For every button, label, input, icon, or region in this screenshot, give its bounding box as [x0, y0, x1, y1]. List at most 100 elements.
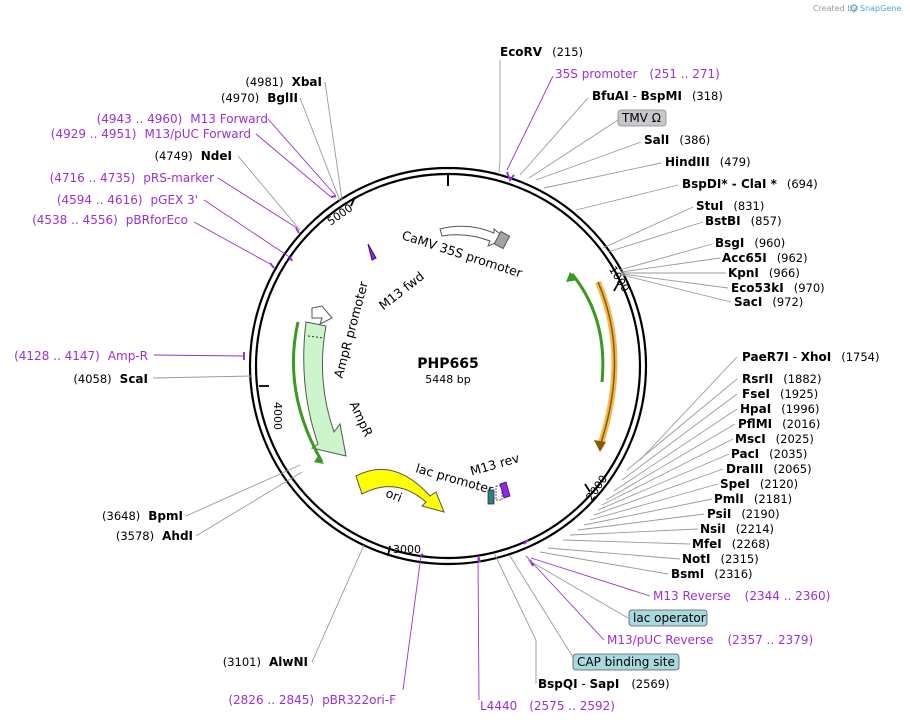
svg-text:MfeI(2268): MfeI(2268) — [692, 537, 770, 551]
pos-hpai: (1996) — [781, 402, 819, 416]
svg-text:(4058)ScaI: (4058) ScaI — [73, 372, 148, 386]
svg-text:HindIII(479): HindIII(479) — [665, 155, 751, 169]
pos-m13-forward: (4943 .. 4960) — [97, 112, 183, 126]
pos-saci: (972) — [772, 295, 803, 309]
pos-eco53ki: (970) — [794, 281, 825, 295]
pos-scai: (4058) — [73, 372, 111, 386]
label-scai: ScaI — [120, 372, 148, 386]
pos-l4440: (2575 .. 2592) — [529, 699, 615, 713]
svg-text:DraIII(2065): DraIII(2065) — [726, 462, 812, 476]
label-pbr322ori-f: pBR322ori-F — [322, 693, 396, 707]
svg-text:PaeR7I - XhoI(1754): PaeR7I - XhoI(1754) — [742, 350, 880, 364]
label-m13-puc-reverse: M13/pUC Reverse — [607, 633, 714, 647]
label-bsgi: BsgI — [715, 236, 744, 250]
label-noti: NotI — [682, 552, 711, 566]
svg-text:(2826 .. 2845)pBR322ori-F: (2826 .. 2845)pBR322ori-F — [228, 693, 396, 707]
label-paci: PacI — [731, 447, 759, 461]
pos-xhoi: (1754) — [841, 350, 879, 364]
label-pflmi: PflMI — [738, 417, 772, 431]
svg-text:BsgI(960): BsgI (960) — [715, 236, 785, 250]
brand-text: SnapGene — [860, 4, 901, 13]
label-xhoi: XhoI — [801, 350, 832, 364]
label-sapi: SapI — [590, 677, 620, 691]
label-m13-reverse: M13 Reverse — [653, 589, 731, 603]
label-m13-forward: M13 Forward — [190, 112, 268, 126]
pos-bsgi: (960) — [754, 236, 785, 250]
label-saci: SacI — [734, 295, 762, 309]
pos-bspqi: (2569) — [631, 677, 669, 691]
ori-arrow — [355, 468, 445, 513]
label-msci: MscI — [735, 432, 766, 446]
snapgene-logo-icon — [850, 4, 858, 12]
pos-prs-marker: (4716 .. 4735) — [50, 171, 136, 185]
pos-msci: (2025) — [776, 432, 814, 446]
label-bglii: BglII — [267, 91, 298, 105]
m13fwd-label: M13 fwd — [376, 268, 427, 312]
ampr-outer-arc-head — [314, 456, 324, 464]
svg-text:L4440(2575 .. 2592): L4440(2575 .. 2592) — [480, 699, 615, 713]
svg-text:(4929 .. 4951)M13/pUC Forward: (4929 .. 4951)M13/pUC Forward — [51, 127, 251, 141]
pos-pflmi: (2016) — [782, 417, 820, 431]
sep-bspdi: * - — [721, 177, 741, 191]
lac-promoter-block — [495, 485, 503, 501]
left-leaders — [152, 81, 422, 691]
label-stui: StuI — [696, 199, 723, 213]
pos-paci: (2035) — [769, 447, 807, 461]
label-cap-binding-site: CAP binding site — [577, 655, 675, 669]
label-xbai: XbaI — [292, 75, 322, 89]
plasmid-size: 5448 bp — [425, 373, 470, 386]
pos-noti: (2315) — [721, 552, 759, 566]
pos-ndei: (4749) — [155, 149, 193, 163]
svg-text:KpnI(966): KpnI(966) — [728, 266, 800, 280]
svg-text:RsrII(1882): RsrII(1882) — [742, 372, 821, 386]
label-tmv-omega: TMV Ω — [621, 111, 661, 125]
right-green-arc — [570, 273, 605, 383]
pos-rsrii: (1882) — [783, 372, 821, 386]
label-pmli: PmlI — [714, 492, 744, 506]
pos-ecorv: (215) — [552, 45, 583, 59]
pos-pmli: (2181) — [754, 492, 792, 506]
pos-fsei: (1925) — [780, 387, 818, 401]
ori-label: ori — [384, 485, 405, 505]
tick-4000: 4000 — [271, 402, 284, 430]
label-bfuai: BfuAI — [592, 89, 629, 103]
svg-text:(3648)BpmI: (3648)BpmI — [102, 509, 183, 523]
ampr-label: AmpR — [347, 399, 377, 439]
svg-text:Acc65I(962): Acc65I(962) — [722, 251, 808, 265]
tmv-omega-box — [617, 109, 667, 127]
label-mfei: MfeI — [692, 537, 722, 551]
svg-text:SacI(972): SacI (972) — [734, 295, 803, 309]
svg-text:MscI(2025): MscI (2025) — [735, 432, 814, 446]
label-psii: PsiI — [707, 507, 731, 521]
ampr-dash — [307, 335, 325, 339]
m13rev-label: M13 rev — [468, 450, 521, 479]
label-ecorv: EcoRV — [500, 45, 543, 59]
pos-xbai: (4981) — [245, 75, 283, 89]
pos-35s-promoter: (251 .. 271) — [649, 67, 719, 81]
svg-text:NotI(2315): NotI (2315) — [682, 552, 759, 566]
pos-alwni: (3101) — [223, 655, 261, 669]
label-bspqi: BspQI — [538, 677, 578, 691]
pos-m13-puc-reverse: (2357 .. 2379) — [728, 633, 814, 647]
label-m13-puc-forward: M13/pUC Forward — [144, 127, 251, 141]
pos-spei: (2120) — [760, 477, 798, 491]
label-kpni: KpnI — [728, 266, 759, 280]
pos-m13-reverse: (2344 .. 2360) — [745, 589, 831, 603]
label-prs-marker: pRS-marker — [143, 171, 214, 185]
cap-site-block — [487, 489, 495, 505]
label-bsmi: BsmI — [671, 567, 704, 581]
tmv-omega-block — [493, 230, 511, 250]
svg-text:(3578)AhdI: (3578)AhdI — [116, 529, 193, 543]
pos-bpmi: (3648) — [102, 509, 140, 523]
label-ahdi: AhdI — [162, 529, 193, 543]
label-clai: ClaI * — [741, 177, 778, 191]
svg-text:FseI(1925): FseI(1925) — [742, 387, 818, 401]
svg-text:BspDI* - ClaI *(694): BspDI* - ClaI *(694) — [682, 177, 818, 191]
svg-text:SpeI(2120): SpeI(2120) — [720, 477, 798, 491]
pos-pgex3: (4594 .. 4616) — [57, 193, 143, 207]
pos-sali: (386) — [679, 133, 710, 147]
svg-text:BstBI(857): BstBI(857) — [705, 214, 782, 228]
pos-stui: (831) — [733, 199, 764, 213]
svg-text:PmlI(2181): PmlI (2181) — [714, 492, 792, 506]
sep-bfuai: - — [629, 89, 641, 103]
